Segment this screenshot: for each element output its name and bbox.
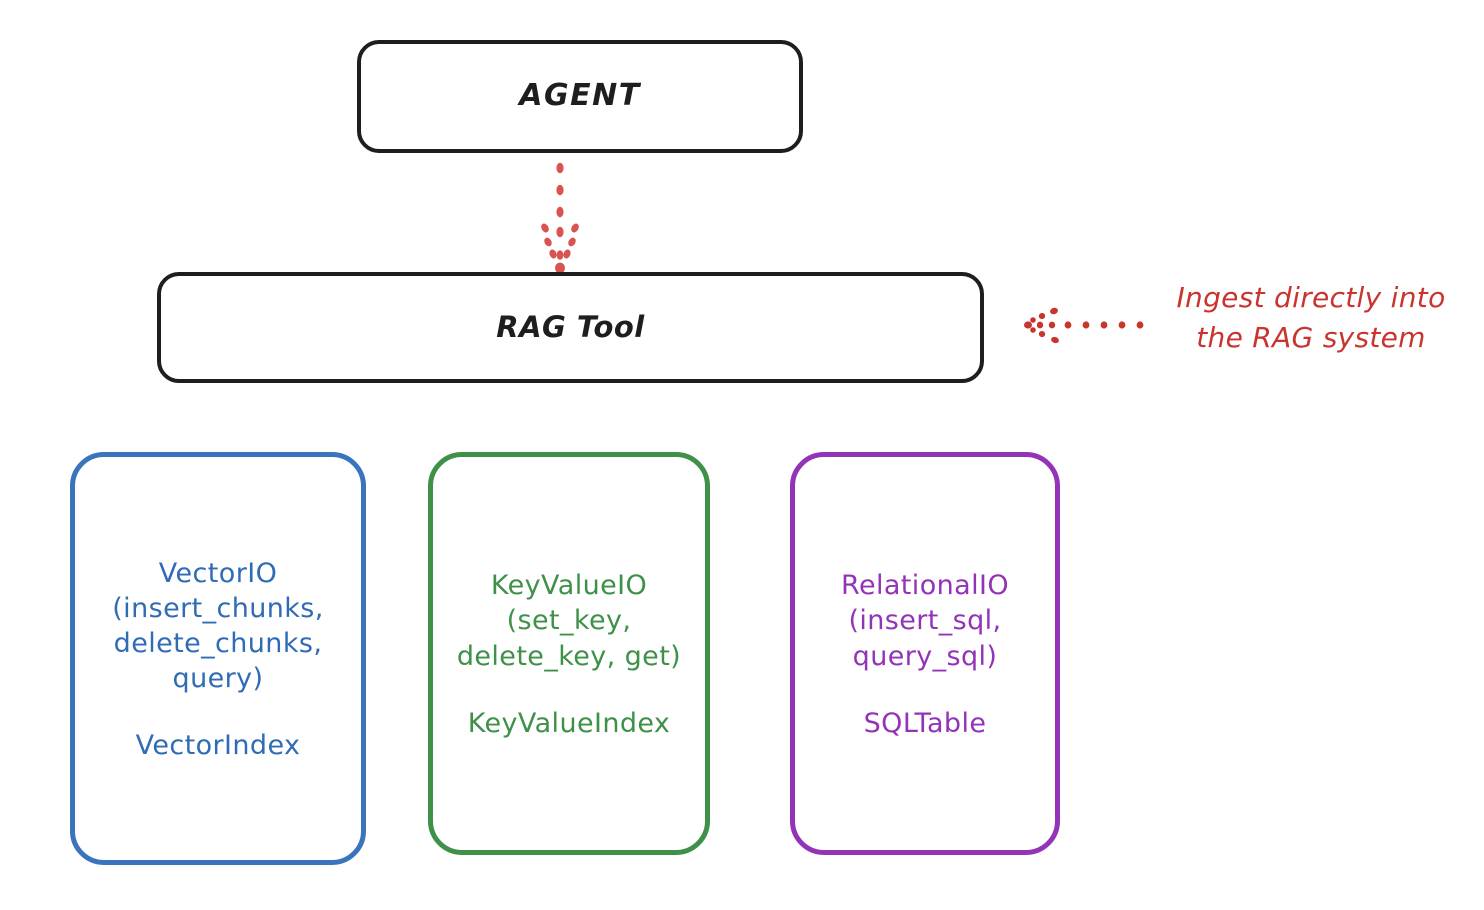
node-vector-io-api-label: VectorIO (insert_chunks, delete_chunks, … [112,557,324,695]
node-key-value-io-api-label: KeyValueIO (set_key, delete_key, get) [456,570,682,672]
annotation-ingest-note: Ingest directly into the RAG system [1176,281,1446,354]
node-vector-io-index-label: VectorIndex [135,730,301,762]
node-vector-io[interactable]: VectorIO (insert_chunks, delete_chunks, … [70,452,366,865]
dotted-left-arrow-icon [1024,307,1144,344]
node-relational-io-api-label: RelationalIO (insert_sql, query_sql) [841,570,1009,672]
node-rag-tool-label: RAG Tool [496,309,645,344]
node-relational-io[interactable]: RelationalIO (insert_sql, query_sql) SQL… [790,452,1060,855]
node-agent-label: AGENT [519,78,641,114]
node-relational-io-index-label: SQLTable [863,707,987,739]
node-key-value-io[interactable]: KeyValueIO (set_key, delete_key, get) Ke… [428,452,710,855]
node-agent[interactable]: AGENT [357,40,803,153]
dotted-down-arrow-icon [541,162,579,274]
node-key-value-io-index-label: KeyValueIndex [467,707,671,739]
node-rag-tool[interactable]: RAG Tool [157,272,984,383]
